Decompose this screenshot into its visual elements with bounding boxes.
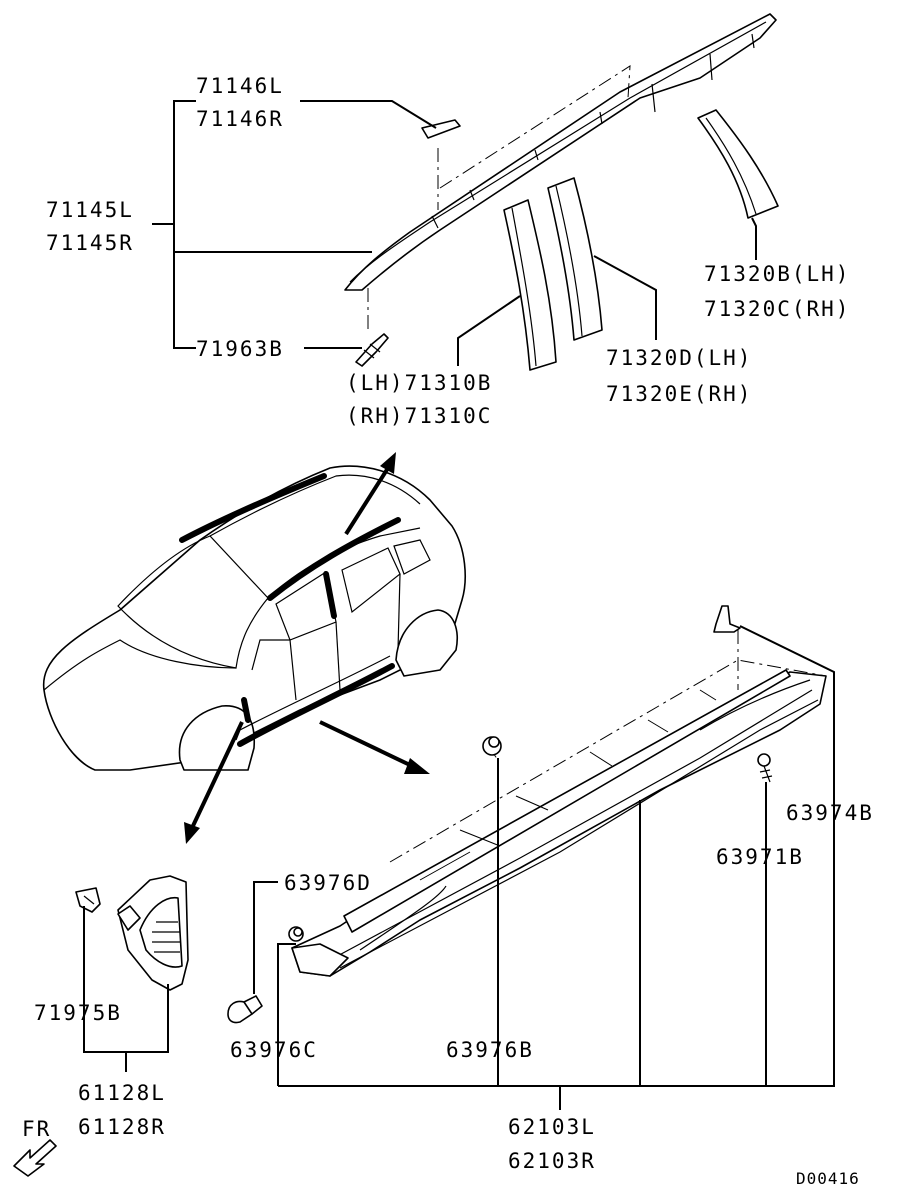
label-71145R: 71145R	[46, 231, 134, 255]
label-71320E: 71320E(RH)	[606, 382, 752, 406]
leader-lines-bottom	[83, 625, 835, 1110]
label-61128L: 61128L	[78, 1081, 166, 1105]
label-63971B: 63971B	[716, 845, 804, 869]
front-direction-indicator: FR	[13, 1117, 57, 1177]
label-71310C: (RH)71310C	[346, 404, 492, 428]
leader-lines-top	[152, 100, 757, 366]
molding-end-cap	[421, 119, 461, 139]
clip-63976C	[288, 926, 304, 942]
label-71963B: 71963B	[196, 337, 284, 361]
roof-molding-on-car	[179, 473, 327, 543]
label-71145L: 71145L	[46, 198, 134, 222]
clip-63976B	[482, 736, 502, 756]
label-63976C: 63976C	[230, 1038, 318, 1062]
pillar-garnish-center	[547, 177, 603, 341]
label-71975B: 71975B	[34, 1001, 122, 1025]
clip-71975B	[75, 887, 101, 913]
label-71310B: (LH)71310B	[346, 371, 492, 395]
clip-part	[355, 333, 389, 367]
roof-molding-assembly	[344, 13, 777, 367]
diagram-id: D00416	[796, 1169, 860, 1187]
label-71146L: 71146L	[196, 74, 284, 98]
pointer-arrows	[184, 452, 430, 844]
label-fr: FR	[22, 1117, 51, 1141]
side-sill-on-car	[237, 663, 395, 747]
label-71320B: 71320B(LH)	[704, 262, 850, 286]
label-63976B: 63976B	[446, 1038, 534, 1062]
label-71146R: 71146R	[196, 107, 284, 131]
vehicle-overview	[42, 465, 466, 771]
pillar-garnish-front	[503, 199, 557, 371]
mud-guard-assembly	[75, 875, 189, 991]
label-63976D: 63976D	[284, 871, 372, 895]
front-arrow-icon	[13, 1139, 57, 1177]
label-71320D: 71320D(LH)	[606, 346, 752, 370]
side-sill-assembly	[227, 605, 827, 1024]
side-sill-garnish-part	[291, 671, 827, 977]
label-62103R: 62103R	[508, 1149, 596, 1173]
label-62103L: 62103L	[508, 1115, 596, 1139]
label-71320C: 71320C(RH)	[704, 297, 850, 321]
label-63974B: 63974B	[786, 801, 874, 825]
clip-63976D	[227, 995, 263, 1024]
screw-63971B	[757, 753, 773, 783]
pillar-garnish-rear	[697, 109, 779, 219]
clip-top-rear	[713, 605, 741, 633]
label-61128R: 61128R	[78, 1115, 166, 1139]
